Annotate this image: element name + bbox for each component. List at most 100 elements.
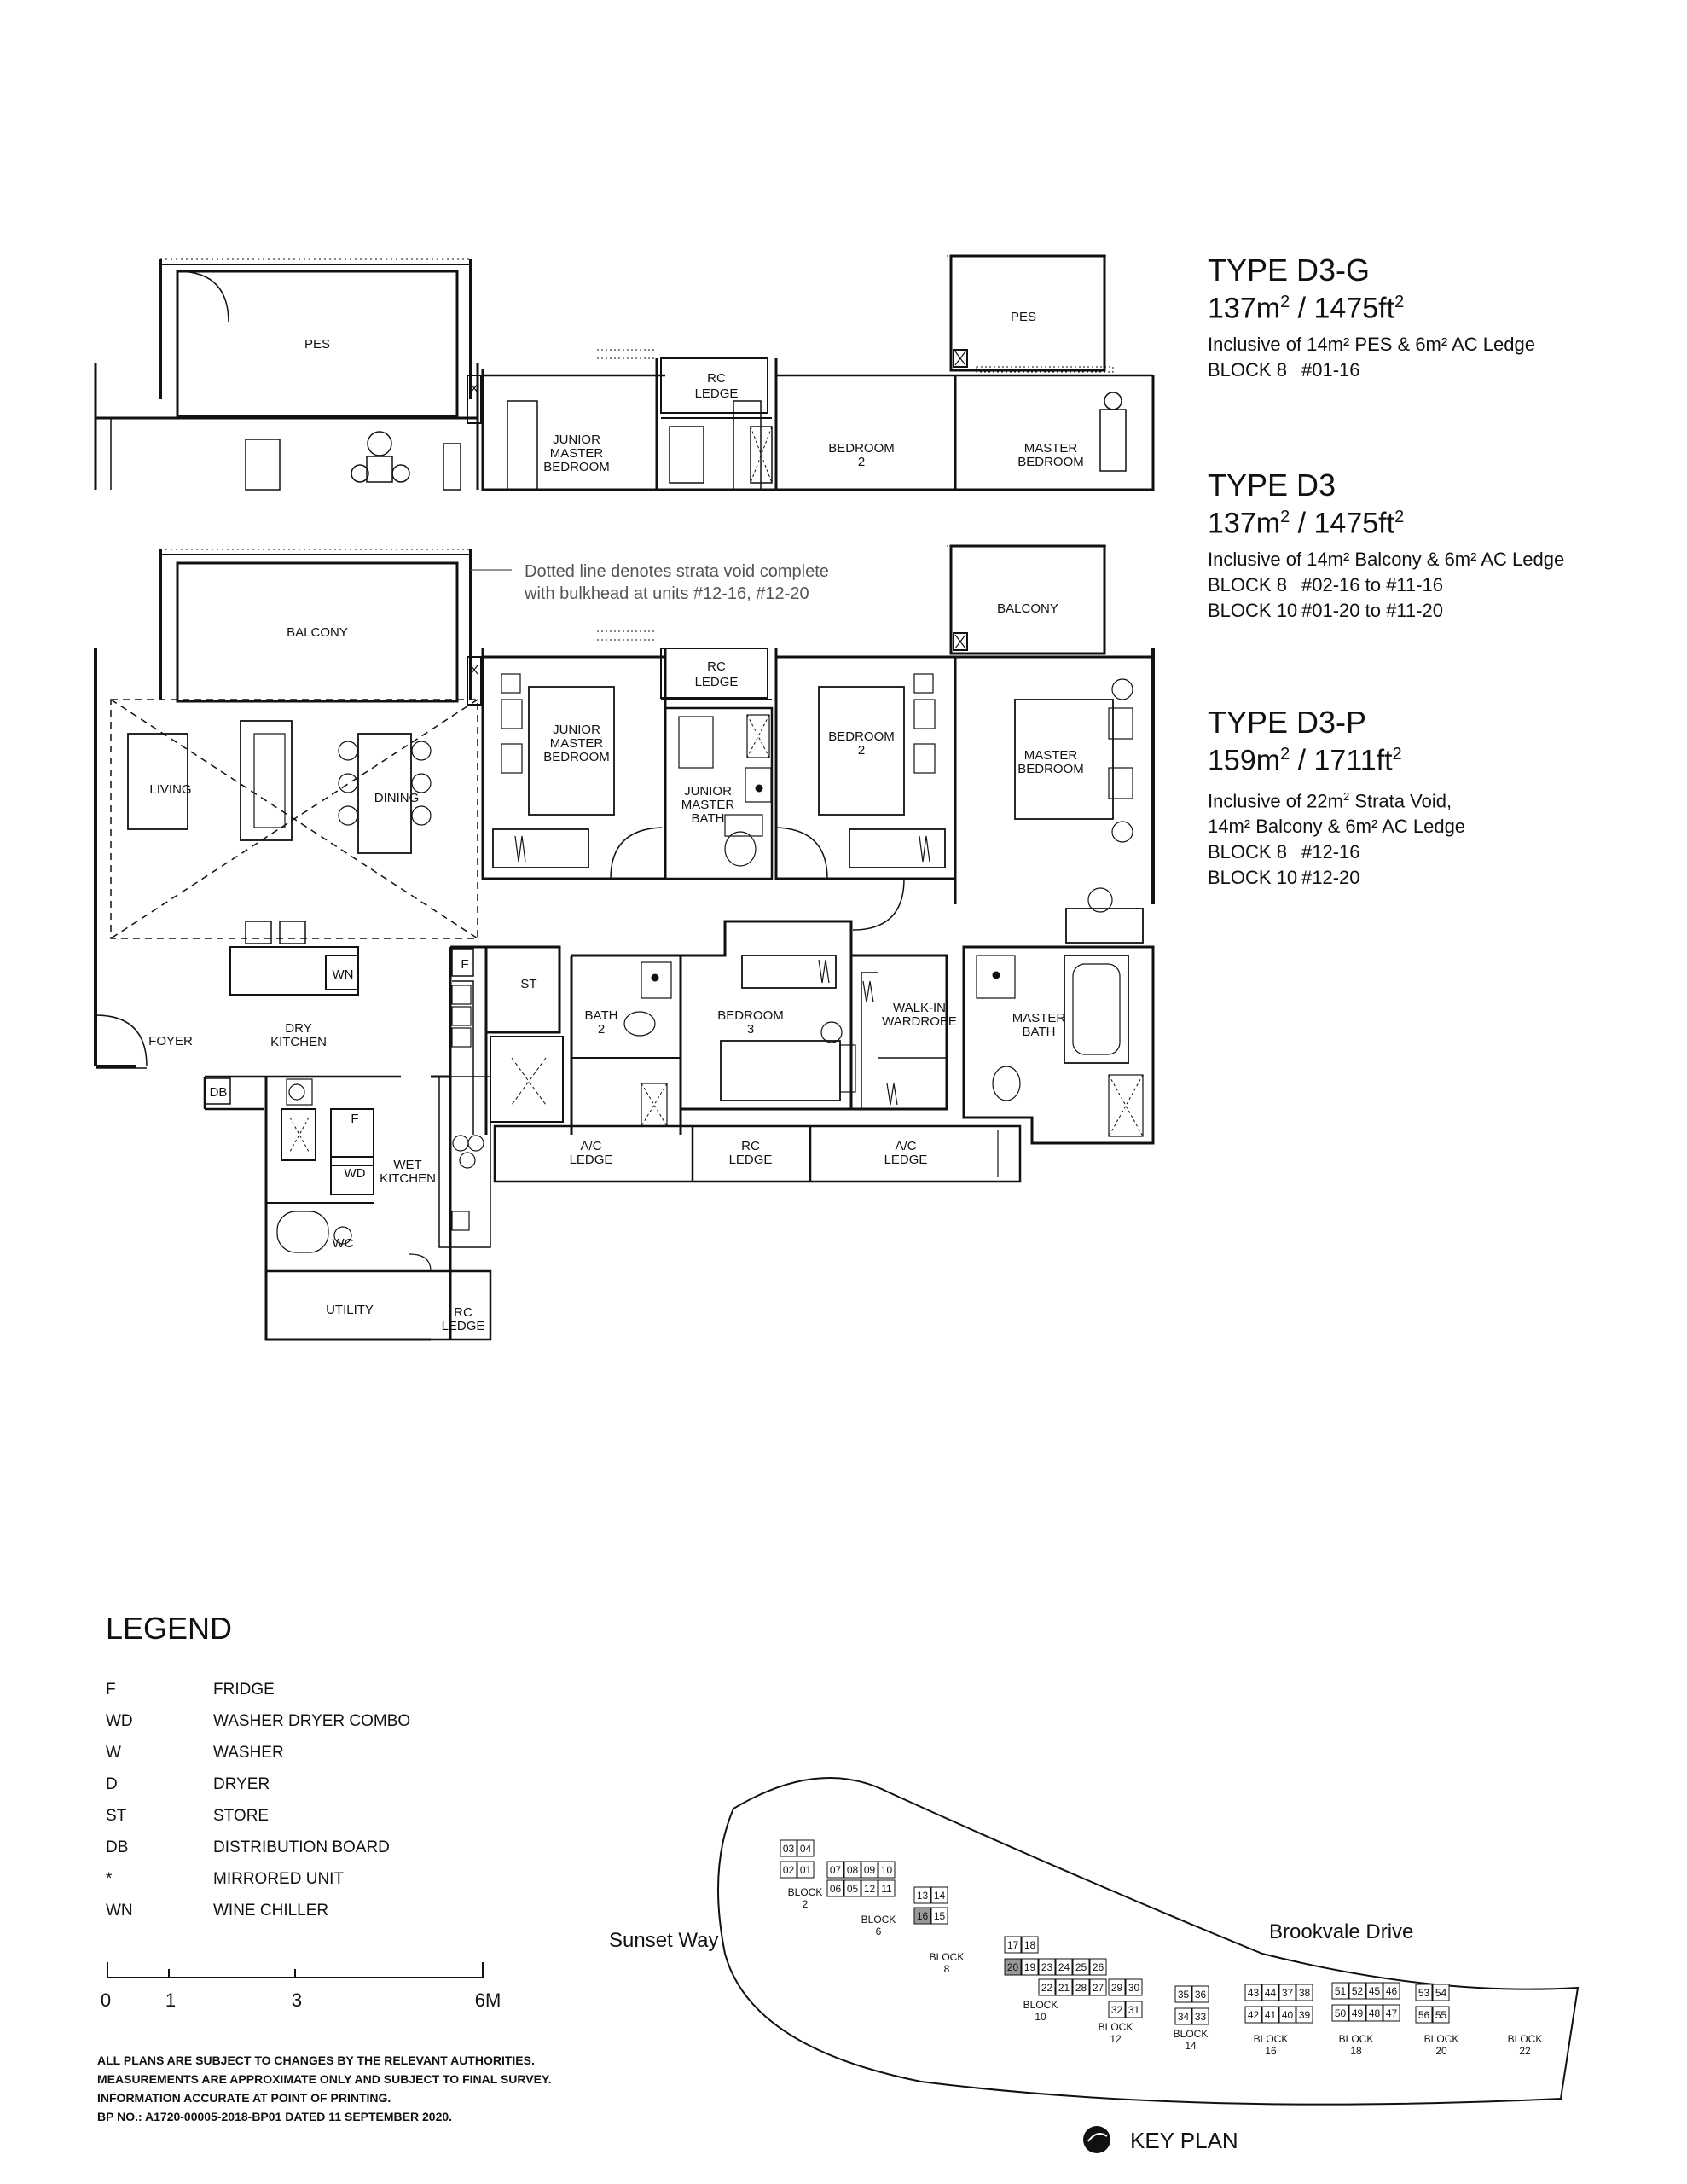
- key-plan-unit: 11: [878, 1879, 896, 1897]
- svg-text:10: 10: [881, 1864, 893, 1876]
- key-plan-block-label: BLOCK: [1023, 1999, 1058, 2011]
- room-label-wet-kitchen-2: KITCHEN: [380, 1171, 436, 1186]
- svg-text:32: 32: [1111, 2004, 1123, 2016]
- svg-text:15: 15: [934, 1910, 946, 1922]
- svg-text:50: 50: [1335, 2007, 1347, 2019]
- floor-plan: PES PES RC LEDGE JUNIOR MASTER BEDROOM B…: [94, 254, 1155, 1341]
- svg-text:11: 11: [881, 1883, 892, 1895]
- svg-text:48: 48: [1369, 2007, 1381, 2019]
- appliance-label-db: DB: [210, 1085, 228, 1100]
- svg-text:37: 37: [1282, 1987, 1294, 1999]
- svg-text:09: 09: [864, 1864, 876, 1876]
- svg-text:36: 36: [1195, 1989, 1207, 2001]
- key-plan-unit: 37: [1278, 1984, 1296, 2001]
- type-block-row: BLOCK 8#01-16: [1208, 359, 1360, 381]
- disclaimer-line: ALL PLANS ARE SUBJECT TO CHANGES BY THE …: [97, 2053, 535, 2067]
- room-label-bath2: BATH: [585, 1008, 618, 1023]
- type-d3p-info: TYPE D3-P 159m2 / 1711ft2 Inclusive of 2…: [1208, 705, 1651, 891]
- svg-text:04: 04: [800, 1843, 812, 1855]
- key-plan-unit: 44: [1261, 1984, 1279, 2001]
- key-plan-block-number: 14: [1185, 2040, 1197, 2052]
- room-label-bed3: BEDROOM: [717, 1008, 784, 1023]
- key-plan-block-label: BLOCK: [1508, 2033, 1543, 2045]
- key-plan-block-number: 8: [944, 1963, 950, 1975]
- key-plan-title: KEY PLAN: [1130, 2128, 1238, 2153]
- key-plan-block-number: 2: [803, 1898, 809, 1910]
- key-plan-unit: 49: [1348, 2004, 1366, 2022]
- type-note-2: 14m² Balcony & 6m² AC Ledge: [1208, 816, 1466, 838]
- key-plan-unit: 36: [1191, 1985, 1209, 2003]
- type-area: 137m2 / 1475ft2: [1208, 292, 1405, 325]
- appliance-label-f: F: [461, 957, 468, 972]
- key-plan-unit: 09: [861, 1861, 878, 1879]
- key-plan-unit: 55: [1432, 2006, 1450, 2024]
- svg-text:33: 33: [1195, 2011, 1207, 2023]
- svg-text:54: 54: [1435, 1987, 1447, 1999]
- key-plan-unit: 18: [1021, 1936, 1039, 1954]
- room-label-foyer: FOYER: [148, 1034, 193, 1048]
- scale-bar: 0 1 3 6M: [101, 1962, 501, 2011]
- svg-text:20: 20: [1007, 1961, 1019, 1973]
- type-note: Inclusive of 14m² PES & 6m² AC Ledge: [1208, 334, 1535, 356]
- key-plan-unit: 34: [1174, 2007, 1192, 2025]
- key-plan-unit: 43: [1244, 1984, 1262, 2001]
- key-plan-unit: 51: [1331, 1982, 1349, 2000]
- key-plan-block-label: BLOCK: [1099, 2021, 1133, 2033]
- room-label-ac-ledge-2: A/C: [895, 1139, 916, 1153]
- key-plan-unit: 42: [1244, 2006, 1262, 2024]
- key-plan-unit: 29: [1108, 1978, 1126, 1996]
- room-label-master-main-2: BEDROOM: [1017, 762, 1084, 776]
- svg-text:45: 45: [1369, 1985, 1381, 1997]
- key-plan-block-label: BLOCK: [1339, 2033, 1374, 2045]
- svg-text:53: 53: [1418, 1987, 1430, 1999]
- type-block-row: BLOCK 8#02-16 to #11-16: [1208, 574, 1443, 596]
- type-title: TYPE D3-G: [1208, 253, 1371, 288]
- key-plan-unit: 16: [913, 1907, 931, 1925]
- svg-text:55: 55: [1435, 2009, 1447, 2021]
- key-plan-block-number: 6: [876, 1926, 882, 1937]
- key-plan-unit: 08: [844, 1861, 861, 1879]
- plan-d3-main: [94, 544, 1155, 1341]
- svg-text:46: 46: [1386, 1985, 1398, 1997]
- scale-label-3: 3: [292, 1989, 302, 2011]
- room-label-jmb-2: MASTER: [550, 446, 604, 461]
- svg-text:18: 18: [1024, 1939, 1036, 1951]
- svg-text:24: 24: [1058, 1961, 1070, 1973]
- room-label-balcony-right: BALCONY: [997, 601, 1058, 616]
- svg-text:06: 06: [830, 1883, 842, 1895]
- room-label-jmb-main: JUNIOR: [553, 723, 600, 737]
- key-plan-unit: 15: [930, 1907, 948, 1925]
- key-plan-unit: 17: [1004, 1936, 1022, 1954]
- type-area: 137m2 / 1475ft2: [1208, 507, 1405, 540]
- key-plan-block-label: BLOCK: [1424, 2033, 1459, 2045]
- key-plan-unit: 01: [797, 1861, 815, 1879]
- room-label-rc-ledge: RC: [707, 371, 726, 386]
- svg-text:56: 56: [1418, 2009, 1430, 2021]
- annotation-line-1: Dotted line denotes strata void complete: [525, 562, 829, 581]
- type-block-row: BLOCK 10#01-20 to #11-20: [1208, 600, 1443, 622]
- type-block-row: BLOCK 8#12-16: [1208, 841, 1360, 863]
- key-plan-unit: 05: [844, 1879, 861, 1897]
- svg-text:12: 12: [864, 1883, 876, 1895]
- room-label-jmb: JUNIOR: [553, 433, 600, 447]
- key-plan-unit: 23: [1038, 1958, 1056, 1976]
- room-label-jmb-3: BEDROOM: [543, 460, 610, 474]
- room-label-utility: UTILITY: [326, 1303, 374, 1317]
- key-plan-unit: 40: [1278, 2006, 1296, 2024]
- svg-text:22: 22: [1041, 1982, 1053, 1994]
- key-plan-unit: 38: [1296, 1984, 1313, 2001]
- key-plan-unit: 13: [913, 1886, 931, 1904]
- svg-text:08: 08: [847, 1864, 859, 1876]
- room-label-master: MASTER: [1024, 441, 1078, 456]
- room-label-dry-kitchen: DRY: [285, 1021, 311, 1036]
- key-plan-unit: 10: [878, 1861, 896, 1879]
- room-label-dry-kitchen-2: KITCHEN: [270, 1035, 327, 1049]
- disclaimer-line: BP NO.: A1720-00005-2018-BP01 DATED 11 S…: [97, 2110, 453, 2123]
- room-label-jmb-main-3: BEDROOM: [543, 750, 610, 764]
- key-plan-block-number: 16: [1265, 2045, 1277, 2057]
- scale-label-1: 1: [165, 1989, 176, 2011]
- key-plan-unit: 35: [1174, 1985, 1192, 2003]
- room-label-master-main: MASTER: [1024, 748, 1078, 763]
- svg-text:52: 52: [1352, 1985, 1364, 1997]
